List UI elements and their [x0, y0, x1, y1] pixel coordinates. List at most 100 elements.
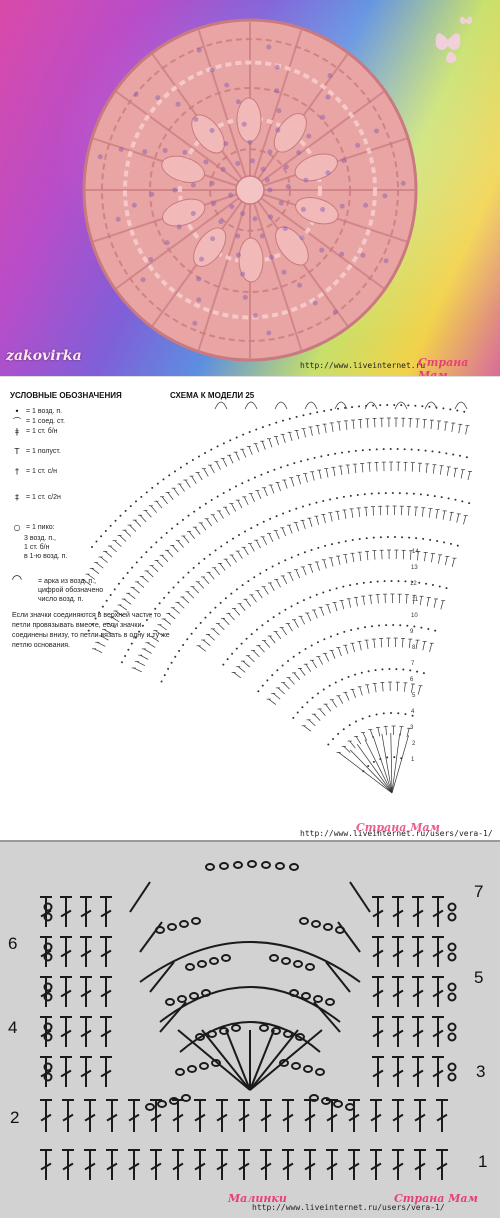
chain-dot: [174, 656, 176, 658]
chain-dot: [211, 499, 213, 501]
stitch-mark: [219, 511, 224, 519]
chain-dot: [273, 616, 275, 618]
stitch-mark: [454, 468, 456, 477]
chain-dot: [343, 728, 345, 730]
stitch-mark: [362, 463, 363, 472]
chain-dot: [188, 515, 190, 517]
stitch-mark: [330, 513, 332, 522]
stitch-mark: [256, 540, 260, 548]
legend-text: = 1 ст. с/2н: [26, 493, 61, 502]
stitch-mark: [363, 596, 364, 605]
legend-item-treble: ‡ = 1 ст. с/2н: [10, 493, 61, 502]
stitch-mark: [375, 683, 376, 692]
chain-dot: [146, 491, 148, 493]
chain-dot: [459, 455, 461, 457]
stitch-mark: [276, 436, 279, 445]
picot-ring: [449, 904, 456, 911]
chain-dot: [367, 765, 369, 767]
beret-photo: zakovirka http://www.liveinternet.ru Стр…: [0, 0, 500, 376]
stitch-mark: [407, 728, 409, 737]
chain-dot: [393, 756, 395, 758]
chain-dot: [348, 676, 350, 678]
stitch-mark: [204, 469, 209, 477]
chain-dot: [209, 554, 211, 556]
chain-dot: [461, 500, 463, 502]
chain-dot: [379, 404, 381, 406]
chain-dot: [168, 592, 170, 594]
chain-loop: [284, 1031, 292, 1037]
chain-dot: [445, 452, 447, 454]
stitch-mark: [263, 537, 267, 545]
stitch-mark: [137, 662, 145, 666]
chain-dot: [392, 492, 394, 494]
chain-dot: [336, 587, 338, 589]
chain-dot: [269, 424, 271, 426]
chain-dot: [223, 442, 225, 444]
scallop: [365, 402, 377, 409]
chain-dot: [332, 738, 334, 740]
stitch-mark: [250, 544, 254, 552]
legend-item-picot: ○ = 1 пико:: [10, 523, 55, 532]
stitch-mark: [374, 551, 375, 560]
ray-line: [357, 744, 392, 793]
row-number-label: 6: [410, 677, 414, 683]
chain-loop: [146, 1104, 154, 1110]
stitch-mark: [173, 608, 180, 614]
chain-dot: [102, 606, 104, 608]
stitch-mark: [314, 610, 318, 618]
chain-dot: [287, 660, 289, 662]
chain-dot: [400, 404, 402, 406]
chain-dot: [468, 502, 470, 504]
chain-dot: [386, 756, 388, 758]
stitch-mark: [201, 523, 206, 530]
stitch-mark: [402, 638, 403, 647]
stitch-mark: [130, 525, 136, 531]
chain-dot: [95, 541, 97, 543]
scallop: [305, 402, 317, 409]
legend-text: = 1 возд. п.: [26, 407, 62, 416]
stitch-mark: [321, 607, 324, 615]
stitch-mark: [306, 664, 311, 671]
stitch-mark: [256, 444, 259, 452]
chain-loop: [316, 1069, 324, 1075]
stitch-mark: [296, 523, 299, 531]
row-number-label: 10: [411, 613, 418, 619]
chain-dot: [369, 715, 371, 717]
stitch-mark: [352, 643, 354, 652]
chain-dot: [291, 605, 293, 607]
stitch-mark: [216, 462, 220, 470]
chain-dot: [280, 466, 282, 468]
stitch-mark: [174, 488, 179, 495]
stitch-mark: [162, 497, 168, 504]
chain-dot: [309, 504, 311, 506]
ray-line: [391, 733, 392, 793]
chain-dot: [278, 612, 280, 614]
chain-dot: [163, 597, 165, 599]
stitch-mark: [309, 518, 312, 527]
chain-loop: [276, 863, 284, 869]
chain-dot: [145, 551, 147, 553]
chain-loop: [206, 864, 214, 870]
chain-dot: [334, 453, 336, 455]
picot-description: 3 возд. п., 1 ст. б/н в 1-ю возд. п.: [24, 534, 67, 561]
chain-dot: [154, 608, 156, 610]
chain-loop: [178, 996, 186, 1002]
stitch-mark: [352, 553, 353, 562]
stitch-mark: [210, 465, 214, 473]
stitch-mark: [242, 449, 246, 457]
stitch-mark: [334, 602, 337, 611]
stitch-mark: [422, 508, 423, 517]
stitch-mark: [346, 421, 347, 430]
stitch-mark: [124, 599, 131, 604]
stitch-mark: [258, 645, 264, 652]
chain-dot: [166, 532, 168, 534]
stitch-mark: [269, 534, 273, 542]
chain-dot: [263, 521, 265, 523]
stitch-mark: [133, 587, 140, 593]
stitch-mark: [297, 430, 299, 439]
stitch-mark: [284, 480, 287, 489]
stitch-mark: [345, 692, 349, 700]
stitch-mark: [410, 551, 411, 560]
chain-loop: [222, 955, 230, 961]
chain-dot: [269, 518, 271, 520]
